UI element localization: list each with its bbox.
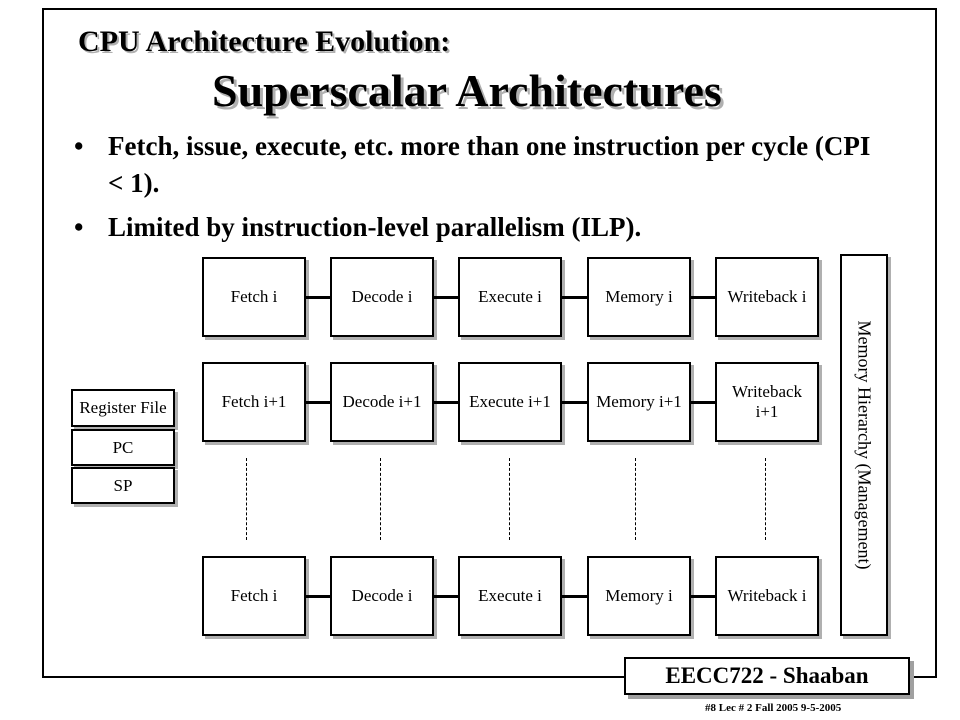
stage-connector — [691, 401, 715, 404]
bullet-item: • Limited by instruction-level paralleli… — [72, 209, 892, 246]
stage-decode-row2: Decode i+1 — [330, 362, 434, 442]
bullet-marker: • — [74, 131, 84, 161]
stage-memory-row2: Memory i+1 — [587, 362, 691, 442]
slide-footer: #8 Lec # 2 Fall 2005 9-5-2005 — [705, 702, 842, 714]
bullet-marker: • — [74, 212, 84, 242]
stage-connector — [562, 401, 587, 404]
stage-connector — [306, 401, 330, 404]
bullet-text: Limited by instruction-level parallelism… — [108, 212, 642, 242]
sp-box: SP — [71, 467, 175, 504]
memory-hierarchy-box: Memory Hierarchy (Management) — [840, 254, 888, 636]
stage-memory-row1: Memory i — [587, 257, 691, 337]
stage-memory-row3: Memory i — [587, 556, 691, 636]
slide-title: Superscalar Architectures — [212, 65, 722, 116]
bullet-item: • Fetch, issue, execute, etc. more than … — [72, 128, 892, 202]
stage-connector — [562, 595, 587, 598]
stage-decode-row1: Decode i — [330, 257, 434, 337]
memory-hierarchy-label: Memory Hierarchy (Management) — [854, 320, 875, 570]
stage-execute-row2: Execute i+1 — [458, 362, 562, 442]
slide-supertitle: CPU Architecture Evolution: — [78, 25, 451, 58]
stage-execute-row1: Execute i — [458, 257, 562, 337]
stage-connector — [306, 296, 330, 299]
stage-connector — [434, 401, 458, 404]
stage-fetch-row2: Fetch i+1 — [202, 362, 306, 442]
stage-fetch-row1: Fetch i — [202, 257, 306, 337]
course-badge: EECC722 - Shaaban — [624, 657, 910, 695]
continuation-dots — [246, 458, 247, 540]
stage-fetch-row3: Fetch i — [202, 556, 306, 636]
stage-writeback-row1: Writeback i — [715, 257, 819, 337]
stage-connector — [562, 296, 587, 299]
continuation-dots — [635, 458, 636, 540]
slide-frame — [42, 8, 937, 678]
continuation-dots — [765, 458, 766, 540]
stage-writeback-row3: Writeback i — [715, 556, 819, 636]
pc-box: PC — [71, 429, 175, 466]
stage-writeback-row2: Writeback i+1 — [715, 362, 819, 442]
register-file-box: Register File — [71, 389, 175, 427]
stage-decode-row3: Decode i — [330, 556, 434, 636]
stage-connector — [434, 296, 458, 299]
stage-connector — [691, 595, 715, 598]
stage-connector — [691, 296, 715, 299]
stage-connector — [434, 595, 458, 598]
bullet-text: Fetch, issue, execute, etc. more than on… — [108, 131, 871, 198]
continuation-dots — [380, 458, 381, 540]
stage-connector — [306, 595, 330, 598]
stage-execute-row3: Execute i — [458, 556, 562, 636]
bullet-list: • Fetch, issue, execute, etc. more than … — [72, 128, 892, 253]
continuation-dots — [509, 458, 510, 540]
